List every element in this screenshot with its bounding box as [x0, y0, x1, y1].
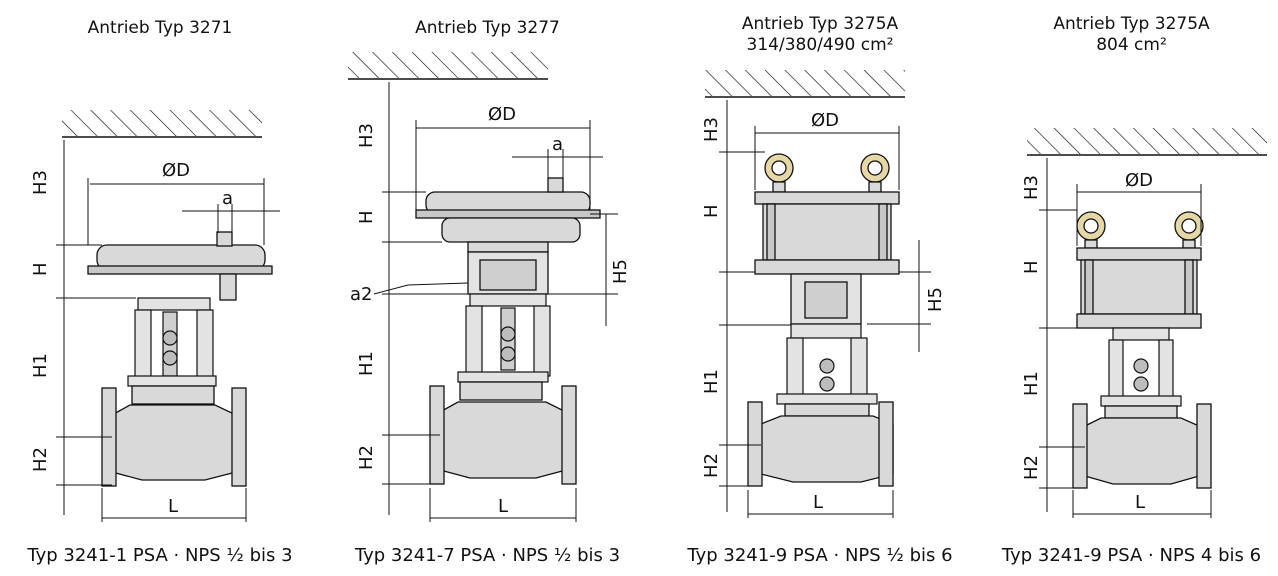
dim-h3-label: H3: [30, 170, 51, 195]
dim-h2-label: H2: [30, 447, 51, 472]
ceiling-hatch: [348, 52, 548, 80]
valve-3277-drawing: ØD a a2 H3 H H5 H1 H2 L: [348, 52, 631, 522]
panel-subtitle: 314/380/490 cm²: [746, 35, 894, 55]
yoke: [457, 293, 551, 383]
panel-title: Antrieb Typ 3271: [87, 18, 233, 38]
dimension-lines: [373, 82, 618, 522]
panel-caption: Typ 3241-9 PSA · NPS ½ bis 6: [687, 545, 953, 566]
dim-h-label: H: [356, 210, 377, 224]
dim-a-label: a: [552, 134, 563, 155]
valve-3275a-large-drawing: ØD H3 H H1 H2 L: [1021, 128, 1267, 518]
dim-l-label: L: [168, 496, 178, 517]
dim-h5-label: H5: [925, 287, 946, 312]
panel-title: Antrieb Typ 3275A: [741, 14, 899, 34]
dimension-lines: [56, 140, 280, 522]
dim-h2-label: H2: [701, 453, 722, 478]
yoke: [1100, 327, 1182, 407]
yoke: [127, 297, 217, 387]
dim-diameter-label: ØD: [811, 110, 839, 131]
dim-l-label: L: [1135, 492, 1145, 513]
panel-title: Antrieb Typ 3275A: [1053, 14, 1210, 34]
valve-body: [747, 401, 894, 487]
panel-subtitle: 804 cm²: [1096, 35, 1167, 55]
dim-h1-label: H1: [701, 369, 722, 394]
valve-body: [101, 385, 247, 487]
dim-h3-label: H3: [356, 123, 377, 148]
panel-3275a-large: Antrieb Typ 3275A 804 cm²: [985, 0, 1278, 576]
dim-h-label: H: [701, 204, 722, 218]
dim-h-label: H: [30, 262, 51, 276]
panel-3271: Antrieb Typ 3271: [0, 0, 320, 576]
dim-h1-label: H1: [1021, 371, 1042, 396]
actuator: [1076, 211, 1204, 329]
valve-body: [1072, 403, 1212, 489]
dim-h3-label: H3: [701, 117, 722, 142]
panel-title: Antrieb Typ 3277: [415, 18, 560, 38]
panel-3275a-small: Antrieb Typ 3275A 314/380/490 cm²: [655, 0, 985, 576]
ceiling-hatch: [1027, 128, 1267, 156]
valve-3275a-small-drawing: ØD H3 H H5 H1 H2 L: [701, 70, 946, 518]
dimension-lines: [1039, 158, 1212, 518]
dimension-lines: [719, 100, 931, 518]
actuator: [415, 177, 601, 295]
panel-caption: Typ 3241-9 PSA · NPS 4 bis 6: [1001, 545, 1262, 566]
ceiling-hatch: [62, 110, 262, 138]
dim-h-label: H: [1021, 260, 1042, 274]
dim-diameter-label: ØD: [488, 104, 516, 125]
dim-diameter-label: ØD: [1125, 170, 1153, 191]
dim-diameter-label: ØD: [162, 160, 190, 181]
dim-a-label: a: [222, 188, 233, 209]
dim-h1-label: H1: [356, 351, 377, 376]
actuator: [87, 231, 273, 301]
ceiling-hatch: [705, 70, 905, 98]
dim-l-label: L: [813, 492, 823, 513]
dim-h5-label: H5: [610, 259, 631, 284]
dim-h2-label: H2: [1021, 455, 1042, 480]
actuator: [754, 153, 900, 325]
yoke: [776, 323, 878, 405]
dim-l-label: L: [498, 496, 508, 517]
dim-h2-label: H2: [356, 445, 377, 470]
panel-3277: Antrieb Typ 3277: [320, 0, 655, 576]
dim-h3-label: H3: [1021, 175, 1042, 200]
panel-caption: Typ 3241-1 PSA · NPS ½ bis 3: [27, 545, 293, 566]
valve-body: [429, 381, 577, 485]
panel-caption: Typ 3241-7 PSA · NPS ½ bis 3: [354, 545, 621, 566]
valve-3271-drawing: ØD a H3 H H1 H2 L: [30, 110, 280, 522]
dim-h1-label: H1: [30, 353, 51, 378]
dim-a2-label: a2: [350, 284, 372, 305]
